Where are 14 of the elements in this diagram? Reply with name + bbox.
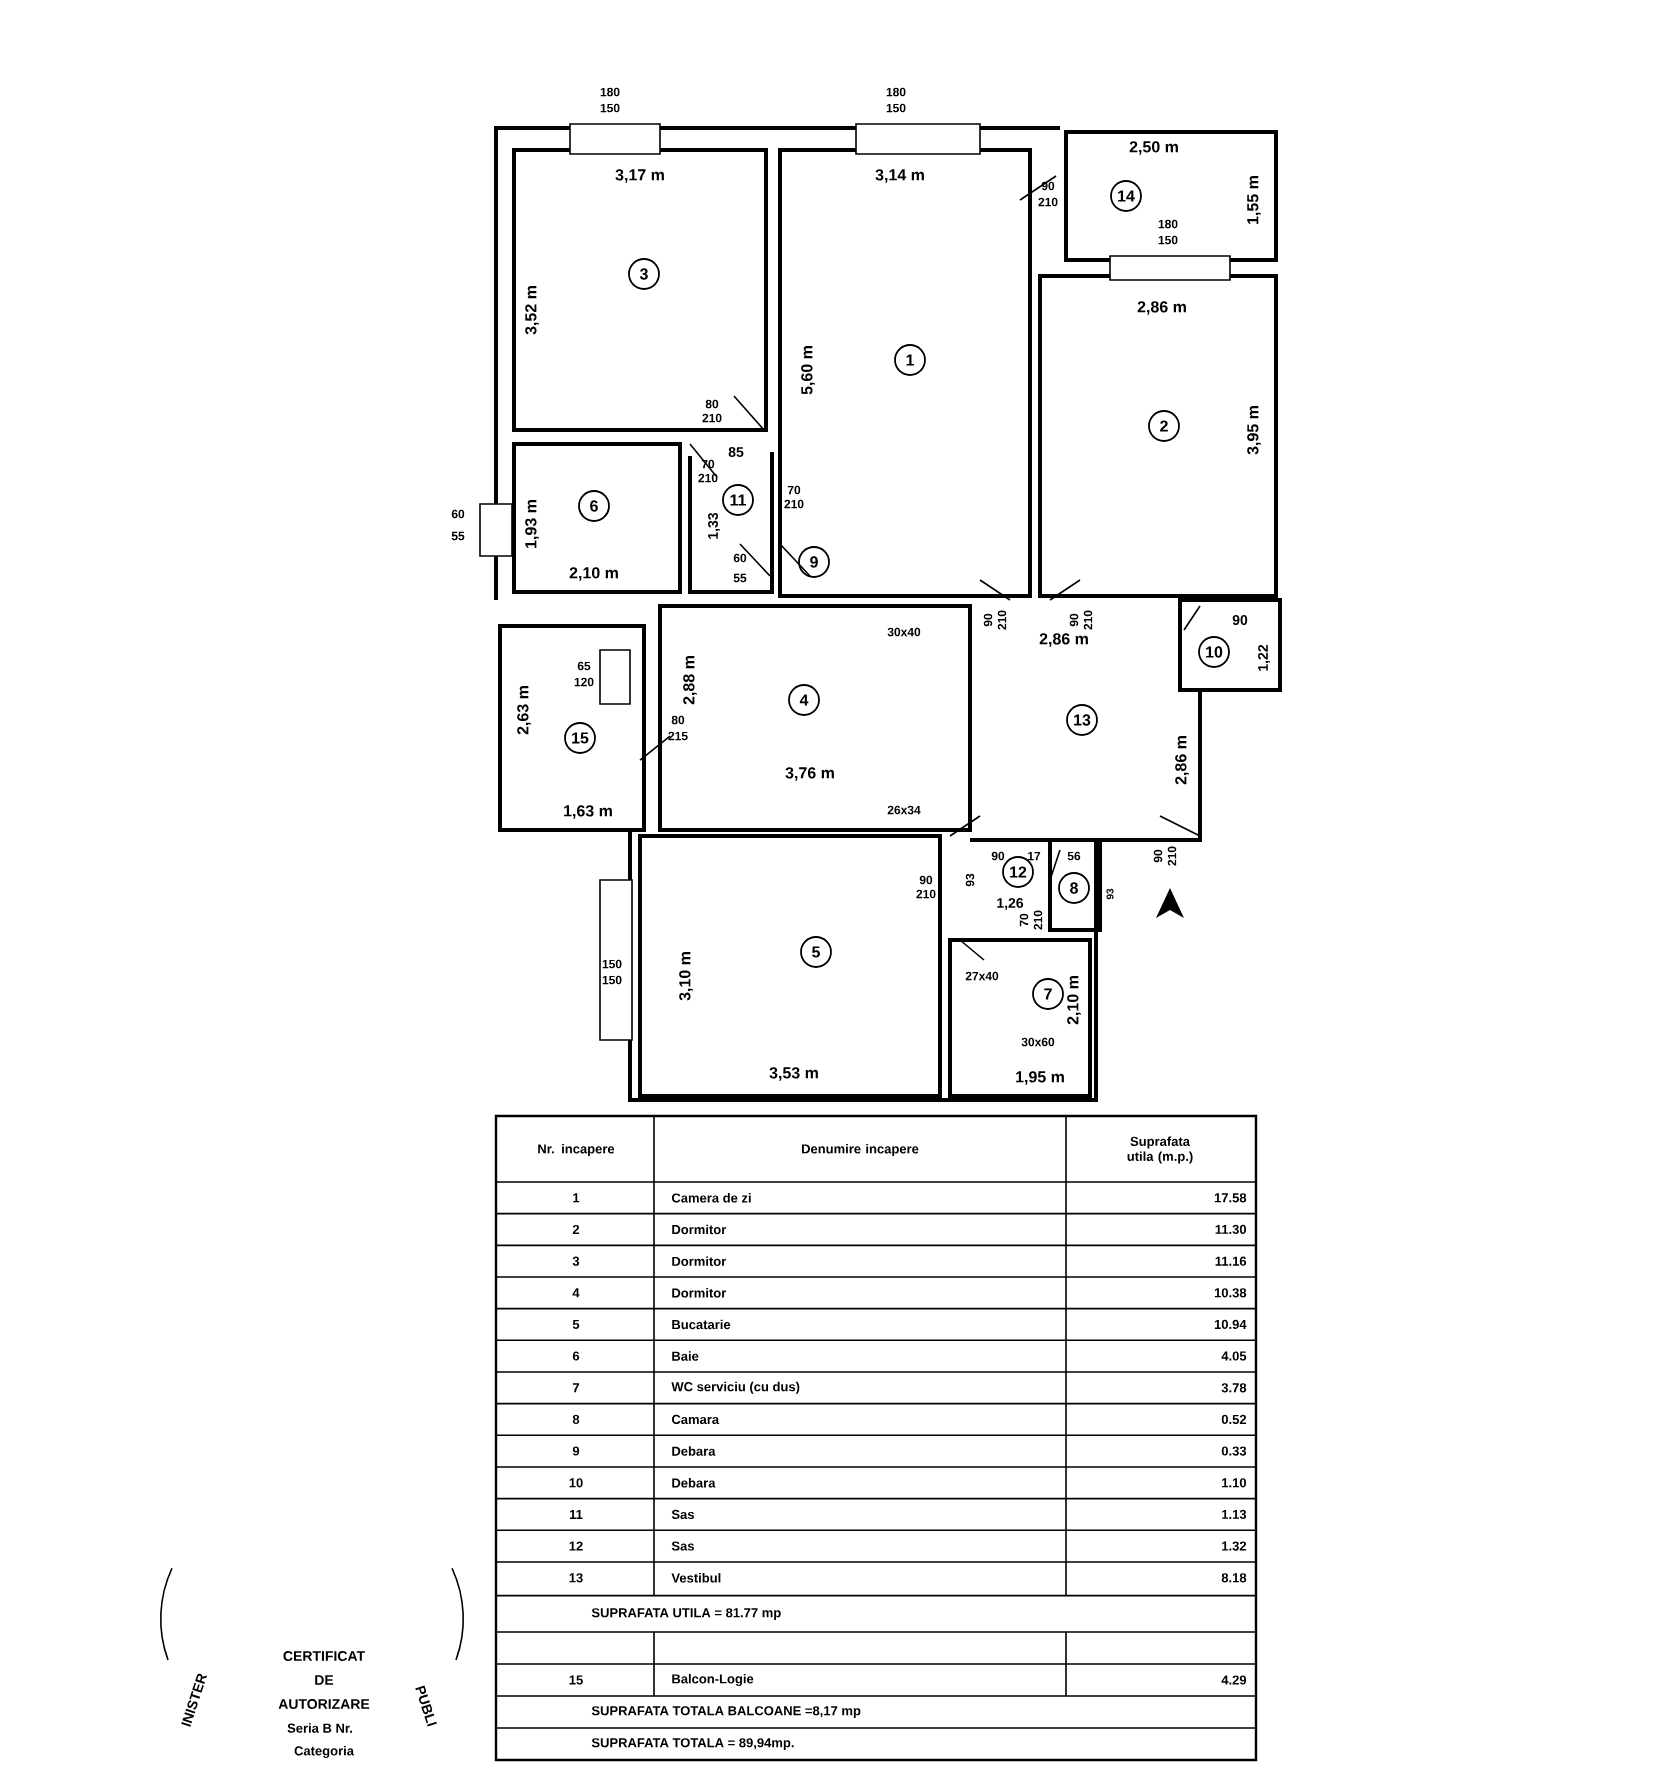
dimension-label: 2,86 m (1137, 301, 1186, 315)
dimension-label: 1,63 m (564, 805, 612, 819)
dimension-label: 5,60 m (801, 346, 815, 395)
dimension-label: 3,17 m (615, 169, 664, 183)
dimension-label: 3,53 m (769, 1067, 818, 1081)
dimension-label: 2,86 m (1175, 736, 1189, 785)
dimension-label: 3,14 m (875, 169, 924, 183)
dimension-label: 2,10 m (569, 567, 618, 581)
dimension-label: 2,88 m (683, 656, 697, 705)
dimension-label: 3,10 m (679, 952, 693, 1001)
dimension-label: 1,95 m (1016, 1071, 1064, 1085)
dimension-label: 1,55 m (1247, 176, 1261, 224)
dimension-label: 3,52 m (525, 286, 539, 335)
dimension-label: 3,95 m (1247, 406, 1261, 455)
